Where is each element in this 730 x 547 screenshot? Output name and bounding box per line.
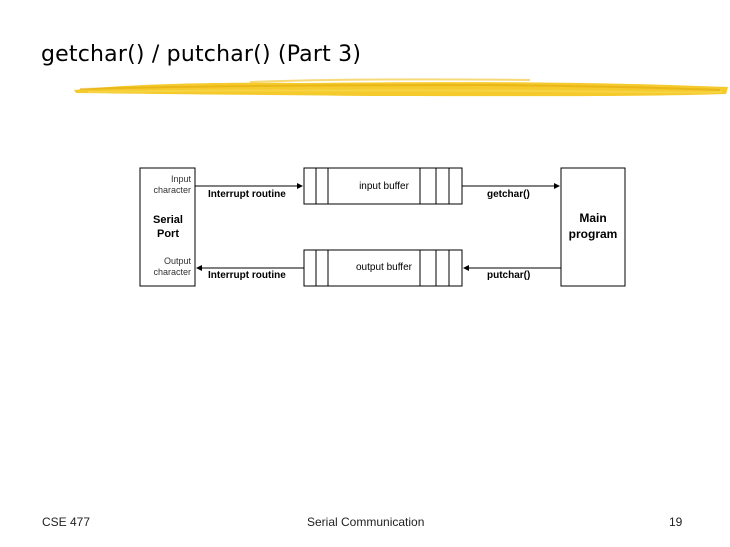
main-program-box	[560, 167, 626, 287]
bottom-interrupt-routine-label: Interrupt routine	[208, 270, 286, 281]
input-character-label: Input	[171, 174, 192, 184]
output-character-label: Output	[164, 256, 192, 266]
output-buffer	[303, 249, 463, 287]
title-highlight-stroke	[74, 78, 728, 97]
buffer-flow-diagram: Input character Serial Port Output chara…	[139, 167, 626, 287]
main-program-label-2: program	[569, 227, 618, 241]
output-character-label-2: character	[153, 267, 191, 277]
output-buffer-label: output buffer	[356, 262, 413, 273]
main-program-label: Main	[579, 211, 606, 225]
serial-port-box	[139, 167, 196, 287]
getchar-label: getchar()	[487, 189, 530, 200]
footer-course: CSE 477	[42, 515, 91, 529]
top-interrupt-routine-label: Interrupt routine	[208, 189, 286, 200]
input-buffer-label: input buffer	[359, 181, 410, 192]
serial-port-label: Serial	[153, 214, 183, 226]
footer-topic: Serial Communication	[307, 515, 425, 529]
serial-port-label-2: Port	[157, 228, 179, 240]
slide-title: getchar() / putchar() (Part 3)	[41, 42, 362, 67]
footer-page-number: 19	[669, 515, 683, 529]
putchar-label: putchar()	[487, 270, 530, 281]
input-character-label-2: character	[153, 185, 191, 195]
input-buffer	[303, 167, 463, 205]
